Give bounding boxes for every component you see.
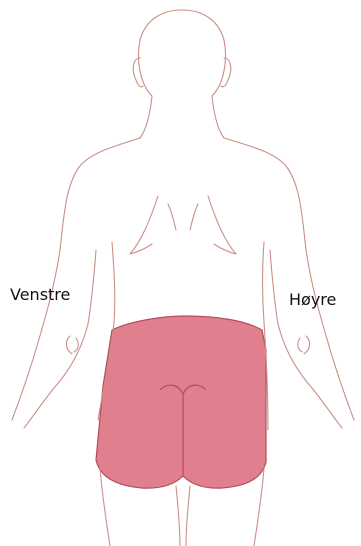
right-elbow-detail-2 <box>298 338 302 352</box>
left-shoulder-blade <box>130 196 158 254</box>
right-ear-outline <box>221 58 231 87</box>
right-shoulder-blade <box>208 196 236 254</box>
left-leg-outer <box>100 468 110 546</box>
right-leg-inner <box>186 486 190 546</box>
left-elbow-detail <box>66 336 72 354</box>
right-leg-outer <box>254 468 264 546</box>
left-side-label: Venstre <box>10 287 70 303</box>
left-elbow-detail-2 <box>74 338 78 352</box>
highlighted-region <box>96 316 266 488</box>
neck-left <box>140 96 152 138</box>
left-leg-inner <box>176 486 180 546</box>
head-outline <box>139 10 226 96</box>
right-side-label: Høyre <box>289 292 336 308</box>
right-arm-inner <box>270 250 342 428</box>
spine-left <box>168 204 176 230</box>
left-arm-inner <box>24 250 96 428</box>
spine-right <box>190 204 198 230</box>
left-ear-outline <box>133 58 143 87</box>
neck-right <box>212 96 224 138</box>
right-elbow-detail <box>304 336 310 354</box>
